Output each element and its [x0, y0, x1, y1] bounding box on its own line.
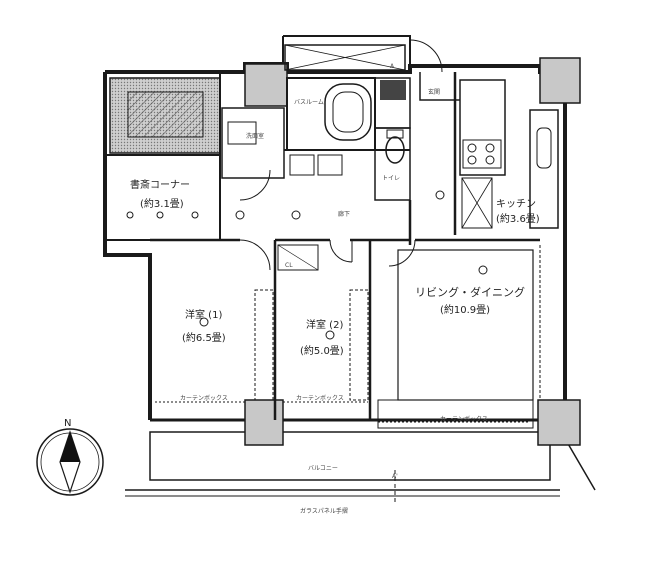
bathroom-area [221, 44, 411, 179]
bathroom-name: バスルーム [294, 99, 324, 106]
toilet-name: トイレ [382, 175, 400, 182]
western2-size: (約5.0畳) [300, 344, 344, 357]
structural-columns [244, 57, 581, 446]
western2-name: 洋室 (2) [306, 318, 343, 331]
kitchen-name: キッチン [496, 198, 536, 210]
western1-name: 洋室 (1) [185, 308, 222, 321]
toilet-icon [385, 136, 405, 164]
storage-corner [105, 72, 221, 241]
storage-name: 書斎コーナー [130, 178, 190, 191]
column [539, 57, 581, 104]
north-label: N [64, 418, 71, 429]
curtain-box-note-2: カーテンボックス [296, 394, 344, 402]
living-dining [377, 245, 541, 429]
hallway-name: 廊下 [338, 210, 350, 218]
interior-walls [150, 72, 540, 420]
kitchen-size: (約3.6畳) [496, 212, 540, 225]
sink-icon [536, 127, 552, 169]
washroom-name: 洗面室 [246, 132, 264, 140]
door-swings [239, 169, 416, 271]
light-fixtures [126, 190, 488, 340]
toilet-room [374, 127, 411, 201]
bedroom-closets [254, 244, 369, 401]
kitchen [459, 79, 559, 229]
north-arrow-fill [60, 432, 80, 462]
annotations: カーテンボックス カーテンボックス カーテンボックス CL ガラスパネル手摺 A… [180, 63, 488, 515]
closet-label: CL [285, 262, 293, 269]
balcony-name: バルコニー [308, 465, 338, 472]
column [537, 399, 581, 446]
glass-railing-note: ガラスパネル手摺 [300, 507, 348, 515]
compass: N [36, 418, 104, 496]
entrance-door [409, 39, 460, 101]
bathtub [324, 83, 372, 141]
living-name: リビング・ダイニング [415, 285, 525, 299]
living-size: (約10.9畳) [440, 303, 490, 316]
curtain-box-note-1: カーテンボックス [180, 394, 228, 402]
room-labels: 書斎コーナー (約3.1畳) 洋室 (1) (約6.5畳) 洋室 (2) (約5… [130, 88, 540, 472]
storage-size: (約3.1畳) [140, 197, 184, 210]
curtain-box-note-3: カーテンボックス [440, 415, 488, 423]
column [244, 399, 284, 446]
point-a-prime: A' [392, 473, 398, 480]
western1-size: (約6.5畳) [182, 331, 226, 344]
curtain-boxes [155, 401, 530, 423]
entrance-name: 玄関 [428, 88, 440, 96]
point-a: A [390, 63, 395, 70]
column [244, 63, 288, 107]
balcony [125, 429, 596, 505]
washroom-box [221, 107, 285, 179]
